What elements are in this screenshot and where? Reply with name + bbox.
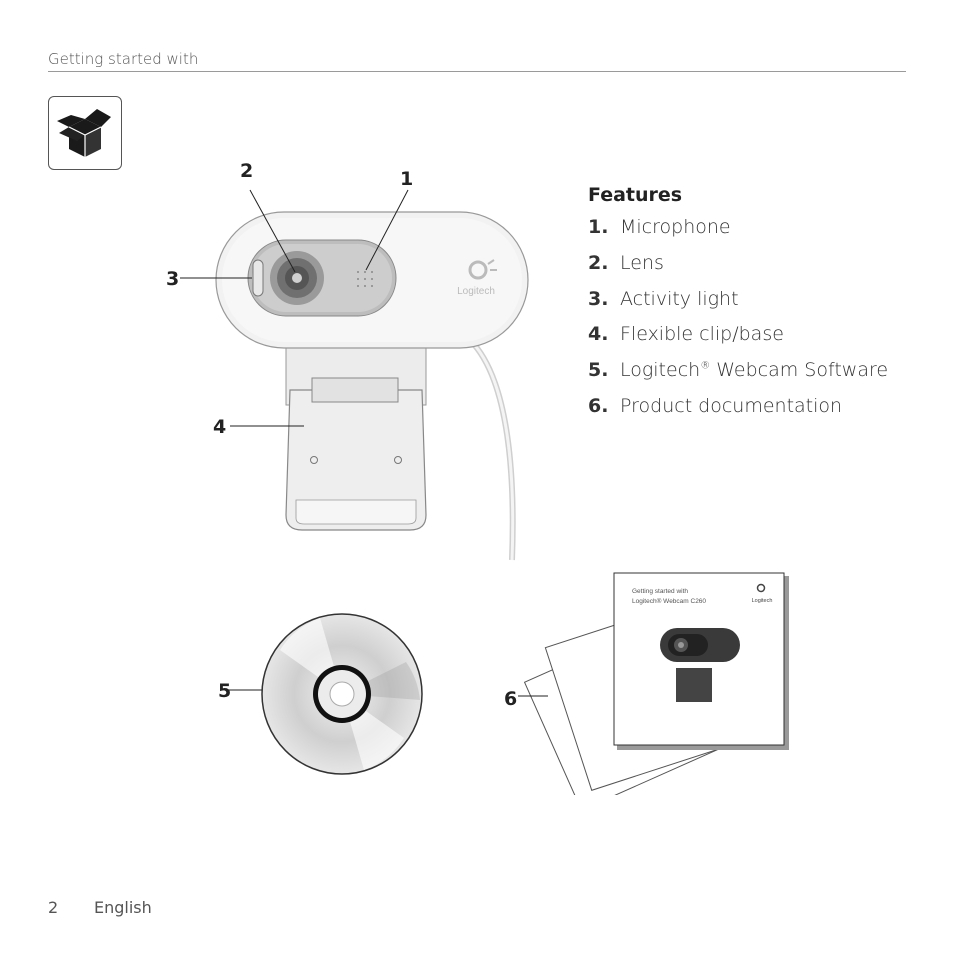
footer-language: English bbox=[94, 898, 152, 917]
feature-item-microphone: 1.Microphone bbox=[588, 216, 731, 238]
feature-item-activity-light: 3.Activity light bbox=[588, 288, 739, 310]
header-title: Getting started with bbox=[48, 50, 199, 68]
feature-item-lens: 2.Lens bbox=[588, 252, 664, 274]
callout-3: 3 bbox=[166, 268, 180, 290]
doc-line-2: Logitech® Webcam C260 bbox=[632, 597, 706, 605]
feature-item-documentation: 6.Product documentation bbox=[588, 395, 843, 417]
doc-brand: Logitech bbox=[752, 598, 773, 604]
webcam-illustration: Logitech bbox=[180, 189, 529, 561]
callout-6: 6 bbox=[504, 688, 518, 710]
package-icon bbox=[48, 96, 122, 170]
feature-item-webcam-software: 5.Logitech® Webcam Software bbox=[588, 359, 889, 381]
webcam-brand-text: Logitech bbox=[457, 286, 495, 297]
doc-line-1: Getting started with bbox=[632, 588, 688, 595]
callout-4: 4 bbox=[213, 416, 227, 438]
callout-1: 1 bbox=[400, 168, 414, 190]
page-number: 2 bbox=[48, 898, 59, 917]
header-divider bbox=[48, 71, 906, 72]
callout-5: 5 bbox=[218, 680, 232, 702]
feature-item-clip-base: 4.Flexible clip/base bbox=[588, 323, 784, 345]
callout-2: 2 bbox=[240, 160, 254, 182]
features-title: Features bbox=[588, 184, 683, 206]
cd-illustration bbox=[228, 613, 423, 775]
documentation-illustration: Getting started with Logitech® Webcam C2… bbox=[518, 572, 789, 795]
